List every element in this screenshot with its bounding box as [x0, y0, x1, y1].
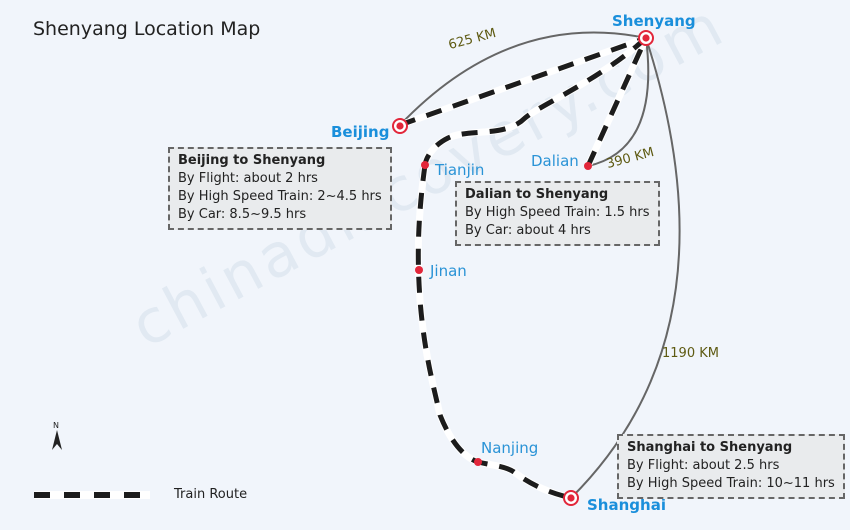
train-route-tianjin-shanghai	[415, 164, 572, 501]
distance-shanghai-shenyang: 1190 KM	[662, 346, 719, 361]
info-box-shanghai: Shanghai to Shenyang By Flight: about 2.…	[617, 434, 845, 499]
city-label-nanjing: Nanjing	[481, 439, 539, 457]
city-label-shenyang: Shenyang	[612, 12, 696, 30]
info-box-line: By Flight: about 2.5 hrs	[627, 458, 780, 473]
info-box-beijing: Beijing to Shenyang By Flight: about 2 h…	[168, 147, 392, 230]
train-route-shenyang-tianjin	[422, 36, 648, 166]
info-box-line: By High Speed Train: 2~4.5 hrs	[178, 189, 382, 204]
info-box-heading: Shanghai to Shenyang	[627, 440, 793, 455]
dalian-marker	[584, 162, 592, 170]
flight-line-beijing-shenyang	[399, 31, 647, 126]
car-line-dalian-shenyang	[587, 37, 650, 167]
city-label-shanghai: Shanghai	[587, 496, 666, 514]
info-box-line: By High Speed Train: 10~11 hrs	[627, 476, 835, 491]
info-box-line: By High Speed Train: 1.5 hrs	[465, 205, 650, 220]
city-label-dalian: Dalian	[531, 152, 579, 170]
map-title: Shenyang Location Map	[33, 18, 261, 40]
jinan-marker	[415, 266, 423, 274]
info-box-line: By Car: about 4 hrs	[465, 223, 591, 238]
city-label-tianjin: Tianjin	[435, 161, 485, 179]
tianjin-marker	[421, 161, 429, 169]
flight-line-shanghai-shenyang	[570, 37, 681, 499]
city-label-beijing: Beijing	[331, 123, 390, 141]
train-route-beijing-shenyang	[399, 35, 647, 128]
nanjing-marker	[474, 458, 482, 466]
north-label: N	[53, 421, 59, 430]
info-box-line: By Flight: about 2 hrs	[178, 171, 318, 186]
info-box-heading: Dalian to Shenyang	[465, 187, 609, 202]
city-label-jinan: Jinan	[430, 262, 467, 280]
info-box-heading: Beijing to Shenyang	[178, 153, 326, 168]
legend-train-route-label: Train Route	[174, 487, 248, 502]
info-box-dalian: Dalian to Shenyang By High Speed Train: …	[455, 181, 660, 246]
city-markers	[392, 30, 654, 506]
info-box-line: By Car: 8.5~9.5 hrs	[178, 207, 307, 222]
train-route-dalian-shenyang	[585, 36, 649, 168]
north-arrow-icon	[52, 430, 62, 450]
